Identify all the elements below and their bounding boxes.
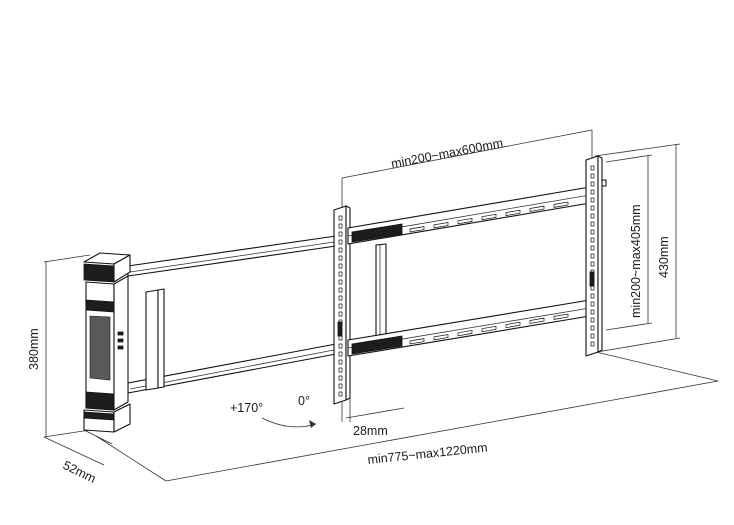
rail-slot (553, 201, 569, 208)
mounting-hole (590, 309, 595, 315)
rail-slot (481, 213, 497, 221)
mounting-hole (338, 375, 343, 381)
rail-slot (433, 222, 449, 229)
label-rotation-plus: +170° (230, 401, 263, 415)
rail-slot (457, 217, 473, 225)
mounting-hole (590, 285, 595, 291)
mounting-hole (338, 215, 343, 221)
label-wall-plate-depth: 52mm (61, 458, 98, 486)
mounting-hole (338, 287, 343, 293)
rail-slot (505, 209, 521, 217)
mounting-hole (590, 301, 595, 307)
mounting-hole (338, 239, 343, 245)
mounting-hole (590, 261, 595, 267)
mounting-hole (338, 247, 343, 253)
rail-slot (481, 325, 497, 333)
mounting-hole (338, 271, 343, 277)
rail-slot (457, 329, 473, 337)
mounting-hole (338, 343, 343, 349)
mounting-hole (338, 391, 343, 397)
mounting-hole (338, 303, 343, 309)
mounting-hole (590, 341, 595, 347)
mounting-hole (338, 383, 343, 389)
mounting-hole (590, 229, 595, 235)
label-plate-height: 430mm (657, 236, 671, 278)
mounting-hole (338, 295, 343, 301)
rotation-arrow-icon (261, 417, 317, 428)
mounting-hole (590, 181, 595, 187)
label-vesa-height: min200~max405mm (629, 204, 643, 318)
mounting-hole (590, 189, 595, 195)
mounting-hole (338, 367, 343, 373)
mounting-hole (590, 213, 595, 219)
mounting-hole (590, 245, 595, 251)
label-wall-plate-height: 380mm (27, 328, 41, 370)
mounting-hole (590, 165, 595, 171)
right-vesa-bracket (585, 155, 607, 357)
mounting-hole (338, 263, 343, 269)
mounting-hole (338, 351, 343, 357)
mounting-hole (338, 223, 343, 229)
mounting-hole (590, 173, 595, 179)
rail-slot (505, 321, 521, 329)
rail-slot (409, 338, 425, 345)
horizontal-rails (347, 186, 591, 357)
mounting-hole (590, 221, 595, 227)
mounting-hole (590, 237, 595, 243)
wall-plate (83, 252, 131, 433)
label-rail-width: min200~max600mm (390, 136, 504, 171)
mounting-hole (338, 311, 343, 317)
mounting-hole (590, 197, 595, 203)
mounting-hole (590, 333, 595, 339)
mounting-hole (590, 253, 595, 259)
rail-slot (409, 226, 425, 233)
mounting-hole (338, 255, 343, 261)
mounting-hole (338, 335, 343, 341)
mounting-hole (338, 279, 343, 285)
rail-slot (529, 317, 545, 324)
rail-slot (553, 313, 569, 320)
label-extension: min775~max1220mm (367, 440, 488, 467)
mounting-hole (590, 293, 595, 299)
rail-slot (529, 205, 545, 212)
mounting-hole (338, 359, 343, 365)
label-profile: 28mm (353, 424, 388, 438)
rail-slot (433, 334, 449, 341)
mounting-hole (590, 205, 595, 211)
mounting-hole (338, 231, 343, 237)
label-rotation-zero: 0° (298, 394, 310, 408)
left-vesa-bracket (333, 205, 351, 405)
mounting-hole (590, 317, 595, 323)
mounting-hole (590, 325, 595, 331)
